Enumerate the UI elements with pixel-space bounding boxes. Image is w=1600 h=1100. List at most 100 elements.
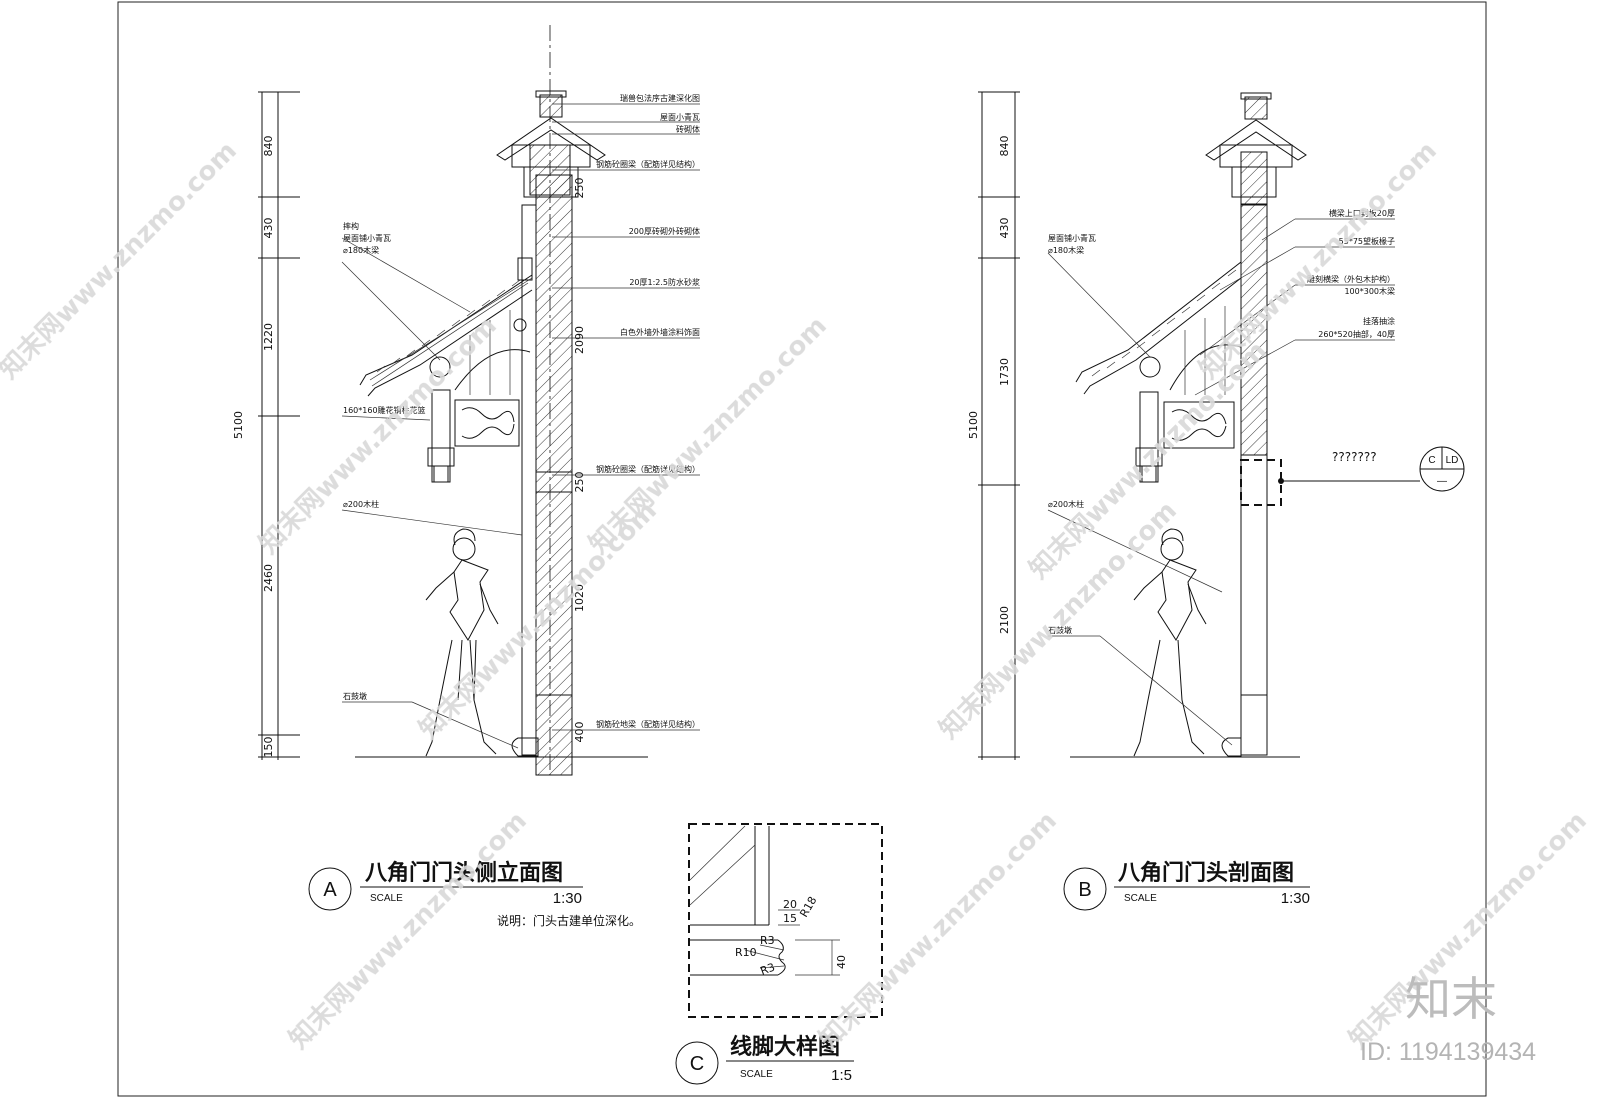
scale-figure-b: [1133, 528, 1207, 757]
circle-label-b: B: [1078, 879, 1091, 901]
detail-ref-top: C: [1428, 455, 1435, 466]
dim-a-total: 5100: [232, 411, 245, 439]
callout-a-r1: 瑞兽包法序古建深化图: [620, 93, 700, 103]
molding-detail-c: 20 15 R18 R3 R10 R3 40 C 线脚大样图 SCALE 1:5: [675, 823, 883, 1085]
callout-b-l1: 屋面铺小青瓦: [1048, 233, 1096, 243]
circle-label-c: C: [690, 1053, 704, 1075]
detail-ref-text: ???????: [1332, 450, 1377, 464]
roof-slope-a: [359, 257, 533, 397]
callout-a-l3: ⌀180木梁: [343, 245, 379, 255]
callout-b-r6: 260*520抽部，40厚: [1318, 329, 1395, 339]
callout-b-r4: 100*300木梁: [1344, 286, 1395, 296]
dim-a-2: 430: [262, 218, 275, 239]
dim-b-3: 1730: [998, 358, 1011, 386]
ridge-ornament-b: [1244, 96, 1268, 120]
detail-ref-right: LD: [1446, 455, 1459, 466]
stone-drum-a: [511, 737, 539, 757]
dimension-chain-b: 840 430 1730 2100 5100: [967, 91, 1020, 760]
callout-b-l2: ⌀180木梁: [1048, 245, 1084, 255]
callout-b-r1: 横梁上口封板20厚: [1329, 208, 1395, 218]
colmark-a-2: 2090: [573, 326, 586, 354]
watermark-text: 知末网www.znzmo.com: [0, 136, 243, 385]
remark-a: 说明：门头古建单位深化。: [497, 913, 641, 928]
scale-ratio-a: 1:30: [553, 890, 582, 907]
watermark-text: 知末网www.znzmo.com: [284, 806, 533, 1055]
watermark-text: 知末网www.znzmo.com: [1194, 136, 1443, 385]
section-drawing-b: 840 430 1730 2100 5100: [967, 91, 1465, 911]
dim-c-2: 15: [783, 912, 797, 925]
watermark-text: 知末网www.znzmo.com: [584, 311, 833, 560]
circle-label-a: A: [323, 879, 337, 901]
dim-a-4: 2460: [262, 564, 275, 592]
callout-a-r7: 白色外墙外墙涂料饰面: [620, 327, 700, 337]
scale-word-b: SCALE: [1124, 893, 1157, 904]
callout-b-l4: 石鼓墩: [1048, 625, 1072, 635]
scale-word-a: SCALE: [370, 893, 403, 904]
callouts-right-a: 瑞兽包法序古建深化图 屋面小青瓦 砖砌体 钢筋砼圈梁（配筋详见结构） 200厚砖…: [552, 93, 700, 743]
scale-ratio-c: 1:5: [831, 1067, 852, 1084]
watermark-text: 知末网www.znzmo.com: [814, 806, 1063, 1055]
colmark-a-5: 400: [573, 722, 586, 743]
callout-b-l3: ⌀200木柱: [1048, 499, 1084, 509]
detail-ref-bottom: —: [1437, 476, 1447, 487]
title-block-a: A 八角门门头侧立面图 SCALE 1:30 说明：门头古建单位深化。: [308, 860, 641, 928]
title-c: 线脚大样图: [730, 1034, 840, 1060]
dim-c-1: 20: [783, 898, 797, 911]
callouts-left-b: 屋面铺小青瓦 ⌀180木梁 ⌀200木柱 石鼓墩: [1047, 233, 1233, 746]
title-block-b: B 八角门门头剖面图 SCALE 1:30: [1063, 860, 1310, 911]
dim-a-3: 1220: [262, 323, 275, 351]
callout-a-r2: 屋面小青瓦: [660, 112, 700, 122]
dim-c-7: 40: [835, 955, 848, 969]
colmark-a-4: 1020: [573, 584, 586, 612]
dimension-chain-a: 840 430 1220 2460 150 5100: [232, 91, 300, 760]
title-a: 八角门门头侧立面图: [365, 860, 563, 886]
lattice-panel-a: [454, 399, 520, 447]
dim-c-3: R18: [797, 894, 819, 919]
title-block-c: C 线脚大样图 SCALE 1:5: [675, 1034, 854, 1085]
callouts-right-b: 横梁上口封板20厚 55*75望板椽子 雕刻横梁（外包木护构） 100*300木…: [1194, 208, 1395, 396]
dim-c-5: R10: [735, 946, 757, 959]
dim-c-4: R3: [760, 934, 775, 947]
brand-logo-text: 知末: [1405, 972, 1497, 1026]
callout-a-r3: 砖砌体: [676, 124, 700, 134]
hanging-post-a: [431, 389, 451, 483]
callout-a-r4: 钢筋砼圈梁（配筋详见结构）: [596, 159, 700, 169]
callout-b-r2: 55*75望板椽子: [1339, 236, 1395, 246]
colmark-a-1: 250: [573, 178, 586, 199]
callout-a-r6: 20厚1:2.5防水砂浆: [629, 277, 700, 287]
callout-a-r5: 200厚砖砌外砖砌体: [629, 226, 700, 236]
ridge-ornament-a: [539, 94, 563, 118]
dim-a-1: 840: [262, 136, 275, 157]
stone-drum-b: [1221, 737, 1242, 757]
sheet-frame: [117, 1, 1487, 1097]
callout-a-l4: 160*160雕花钢柱花篮: [343, 405, 426, 415]
cap-roof-a: [496, 117, 606, 161]
detail-frame-c: [688, 823, 883, 1018]
callout-b-r3: 雕刻横梁（外包木护构）: [1307, 274, 1395, 284]
scale-word-c: SCALE: [740, 1069, 773, 1080]
callout-a-r8: 钢筋砼圈梁（配筋详见结构）: [596, 464, 700, 474]
dim-c-6: R3: [759, 961, 777, 978]
callouts-left-a: 摔构 屋面铺小青瓦 ⌀180木梁 160*160雕花钢柱花篮 ⌀200木柱 石鼓…: [341, 221, 523, 749]
dim-a-5: 150: [262, 737, 275, 758]
watermark-text: 知末网www.znzmo.com: [254, 311, 503, 560]
dim-b-4: 2100: [998, 606, 1011, 634]
callout-a-r9: 钢筋砼地梁（配筋详见结构）: [596, 719, 700, 729]
column-face-a: [521, 204, 537, 756]
callout-a-l2: 屋面铺小青瓦: [343, 233, 391, 243]
dim-b-1: 840: [998, 136, 1011, 157]
dim-b-total: 5100: [967, 411, 980, 439]
title-b: 八角门门头剖面图: [1118, 860, 1294, 886]
dim-b-2: 430: [998, 218, 1011, 239]
lattice-panel-b: [1163, 401, 1235, 449]
scale-ratio-b: 1:30: [1281, 890, 1310, 907]
scale-figure-a: [425, 528, 499, 757]
callout-a-l6: 石鼓墩: [343, 691, 367, 701]
asset-id-text: ID: 1194139434: [1360, 1038, 1536, 1066]
roof-slope-b: [1075, 261, 1242, 395]
callout-a-l5: ⌀200木柱: [343, 499, 379, 509]
elevation-drawing-a: 840 430 1220 2460 150 5100: [232, 25, 700, 928]
callout-b-r5: 挂落抽涂: [1363, 316, 1395, 326]
callout-a-l1: 摔构: [343, 221, 359, 231]
